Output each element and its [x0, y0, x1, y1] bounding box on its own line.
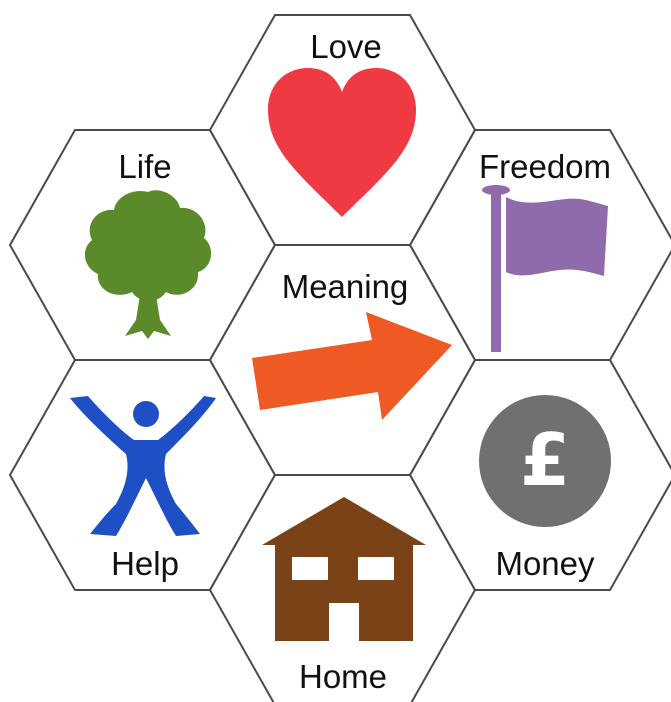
- arrow-icon: [252, 312, 452, 420]
- flag-pole: [491, 190, 501, 352]
- house-door: [329, 603, 359, 641]
- person-head: [133, 401, 159, 427]
- label-freedom: Freedom: [479, 148, 611, 185]
- flag-cloth: [506, 197, 608, 276]
- heart-icon: [268, 68, 416, 217]
- label-life: Life: [118, 148, 171, 185]
- heart-shape: [268, 68, 416, 217]
- label-love: Love: [310, 28, 382, 65]
- tree-canopy: [84, 190, 212, 301]
- flag-icon: [482, 185, 608, 352]
- person-body: [70, 396, 216, 536]
- house-window-right: [358, 557, 394, 580]
- house-window-left: [292, 557, 328, 580]
- coin-circle: [479, 395, 611, 527]
- house-icon: [262, 497, 426, 641]
- label-home: Home: [299, 658, 387, 695]
- label-money: Money: [495, 545, 595, 582]
- label-help: Help: [111, 545, 179, 582]
- pound-coin-icon: £: [479, 395, 611, 527]
- flag-pole-cap: [482, 185, 510, 195]
- pound-symbol: £: [520, 418, 570, 502]
- arrow-shape: [252, 312, 452, 420]
- tree-icon: [84, 190, 212, 339]
- house-roof: [262, 497, 426, 545]
- label-meaning: Meaning: [282, 268, 409, 305]
- person-arms-raised-icon: [70, 396, 216, 536]
